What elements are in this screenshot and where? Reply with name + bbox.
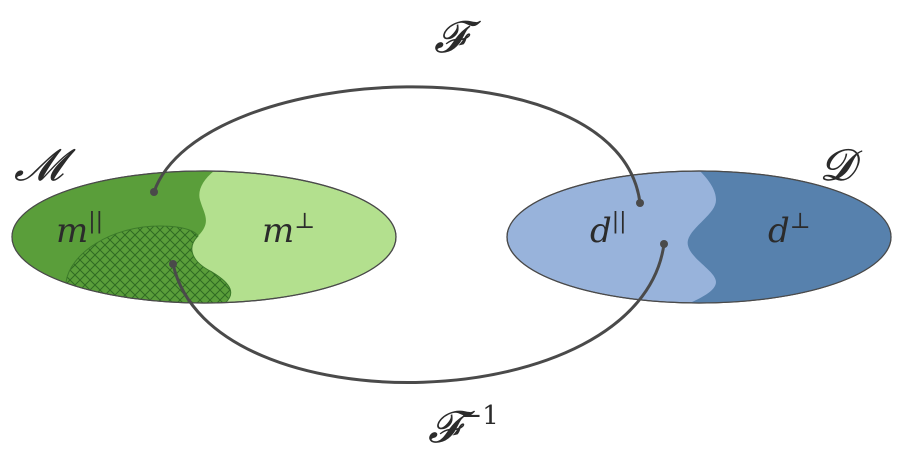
data-space: 𝓓 d|| d⊥ (506, 140, 892, 304)
model-perp-label: m⊥ (262, 209, 315, 251)
data-parallel-label: d|| (590, 209, 627, 251)
inverse-map-label: 𝓕−1 (428, 401, 499, 453)
model-parallel-label: m|| (56, 209, 103, 251)
inverse-map-end-dot (660, 240, 668, 248)
inverse-map-curve (171, 243, 666, 384)
forward-map-label: 𝓕 (434, 12, 482, 63)
data-space-label: 𝓓 (820, 140, 863, 191)
forward-map-end-dot (636, 199, 644, 207)
forward-map-start-dot (150, 188, 158, 196)
data-perp-label: d⊥ (768, 209, 810, 251)
model-space-null-region (65, 225, 232, 303)
inverse-map-start-dot (169, 260, 177, 268)
forward-map-curve (152, 85, 642, 204)
model-space: 𝓜 m|| m⊥ (11, 140, 397, 304)
model-space-label: 𝓜 (14, 140, 76, 191)
